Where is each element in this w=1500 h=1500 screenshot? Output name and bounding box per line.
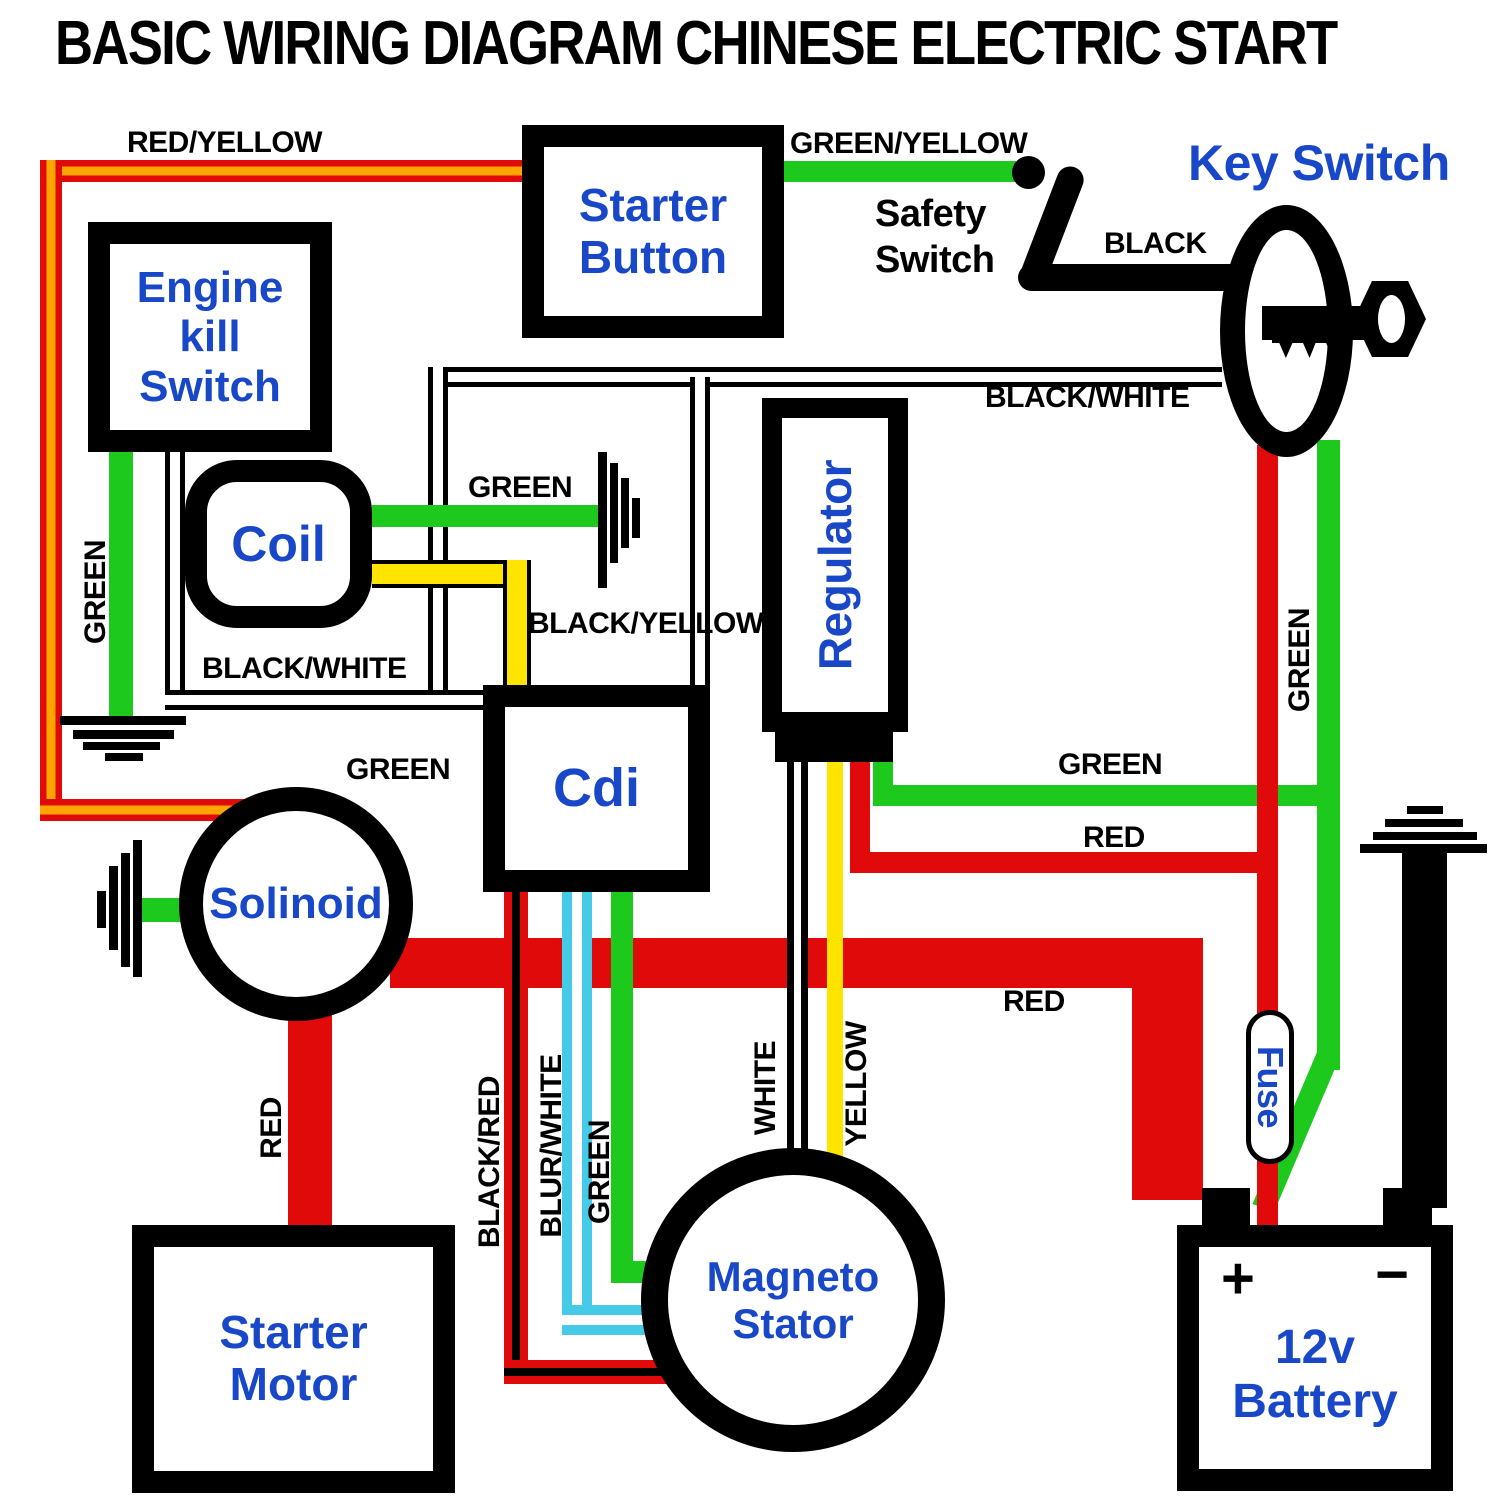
- label-red-regulator: RED: [1083, 821, 1145, 854]
- label-black: BLACK: [1104, 227, 1207, 260]
- key-head-hole: [1378, 295, 1405, 343]
- label-green-cdi: GREEN: [583, 1119, 616, 1225]
- fuse-capsule: [1246, 1010, 1294, 1164]
- wire-black-red-h: [504, 1360, 674, 1384]
- wire-green-cdi-v: [611, 892, 633, 1283]
- battery-minus-sign: −: [1375, 1242, 1409, 1307]
- regulator-box: [762, 398, 908, 732]
- wire-black-white-top-rail: [428, 367, 1222, 387]
- cdi-label: Cdi: [553, 758, 640, 819]
- key-shaft: [1262, 306, 1368, 340]
- label-green-solenoid: GREEN: [346, 753, 451, 786]
- label-blur-white: BLUR/WHITE: [535, 1054, 568, 1238]
- label-green-yellow: GREEN/YELLOW: [790, 127, 1028, 160]
- label-green-regulator: GREEN: [1058, 748, 1163, 781]
- label-red-yellow: RED/YELLOW: [127, 126, 323, 159]
- wire-black-yellow-v: [503, 560, 531, 690]
- label-green-engine: GREEN: [79, 539, 112, 645]
- magneto-stator-label: Magneto: [706, 1252, 880, 1300]
- wire-green-rail: [873, 785, 1340, 806]
- page-title: BASIC WIRING DIAGRAM CHINESE ELECTRIC ST…: [55, 9, 1338, 78]
- engine-kill-switch-label: Engine: [136, 263, 284, 313]
- cdi-box: Cdi: [483, 685, 710, 892]
- wire-red-rail: [850, 852, 1278, 873]
- battery-positive-terminal: [1202, 1188, 1250, 1230]
- solenoid-circle: Solinoid: [179, 787, 413, 1021]
- key-switch-label: Key Switch: [1188, 135, 1450, 191]
- wire-red-yellow-top: [40, 160, 524, 182]
- label-black-white-left: BLACK/WHITE: [202, 652, 407, 685]
- label-green-key: GREEN: [1283, 607, 1316, 713]
- battery-label: 12v: [1274, 1321, 1356, 1375]
- coil-label: Coil: [231, 516, 326, 572]
- battery-negative-terminal: [1383, 1188, 1432, 1230]
- wire-black-keyswitch: [1018, 264, 1232, 291]
- wire-black-white-bottom-rail: [165, 690, 492, 710]
- label-yellow: YELLOW: [840, 1021, 873, 1147]
- label-white: WHITE: [749, 1040, 782, 1136]
- label-black-red: BLACK/RED: [473, 1075, 506, 1249]
- coil-box: Coil: [185, 460, 372, 628]
- wire-yellow-regulator: [827, 755, 843, 1160]
- regulator-label: Regulator: [809, 459, 861, 671]
- wire-black-white-cdi-drop: [690, 377, 710, 690]
- safety-switch-contact: [1012, 156, 1045, 189]
- magneto-stator-circle: Magneto Stator: [641, 1148, 945, 1452]
- regulator-connector: [775, 732, 893, 762]
- label-safety-switch: Safety Switch: [875, 193, 995, 281]
- label-green-coil: GREEN: [468, 471, 573, 504]
- starter-button-label: Starter: [578, 178, 728, 231]
- label-red-starter: RED: [255, 1097, 288, 1159]
- wire-black-white-left-drop: [428, 367, 448, 710]
- starter-motor-box: Starter Motor: [132, 1225, 455, 1493]
- wire-green-keyswitch: [1317, 440, 1340, 1070]
- engine-kill-switch-box: Engine kill Switch: [88, 222, 332, 452]
- wire-green-yellow: [784, 161, 1016, 182]
- battery-plus-sign: +: [1221, 1246, 1255, 1311]
- label-red-main: RED: [1003, 985, 1065, 1018]
- starter-button-box: Starter Button: [522, 125, 784, 338]
- wire-blur-white-v: [562, 892, 592, 1335]
- wire-red-main-drop: [1132, 938, 1203, 1200]
- wire-red-starter-motor: [288, 1000, 332, 1228]
- label-black-white-top: BLACK/WHITE: [985, 381, 1190, 414]
- starter-motor-label: Starter: [219, 1306, 368, 1359]
- wire-white-regulator: [787, 755, 808, 1160]
- wire-black-red-v: [504, 892, 528, 1384]
- fuse-label: Fuse: [1250, 1045, 1291, 1129]
- wire-green-coil: [372, 505, 602, 527]
- label-black-yellow: BLACK/YELLOW: [528, 607, 764, 640]
- wire-green-killswitch: [109, 450, 133, 722]
- solenoid-label: Solinoid: [209, 879, 383, 929]
- battery-box: + − 12v Battery: [1177, 1225, 1453, 1491]
- wire-red-yellow-left: [40, 160, 62, 821]
- ground-lead: [1402, 853, 1447, 1208]
- wire-red-regulator-drop: [850, 755, 870, 855]
- wire-black-white-killswitch-drop: [165, 452, 185, 710]
